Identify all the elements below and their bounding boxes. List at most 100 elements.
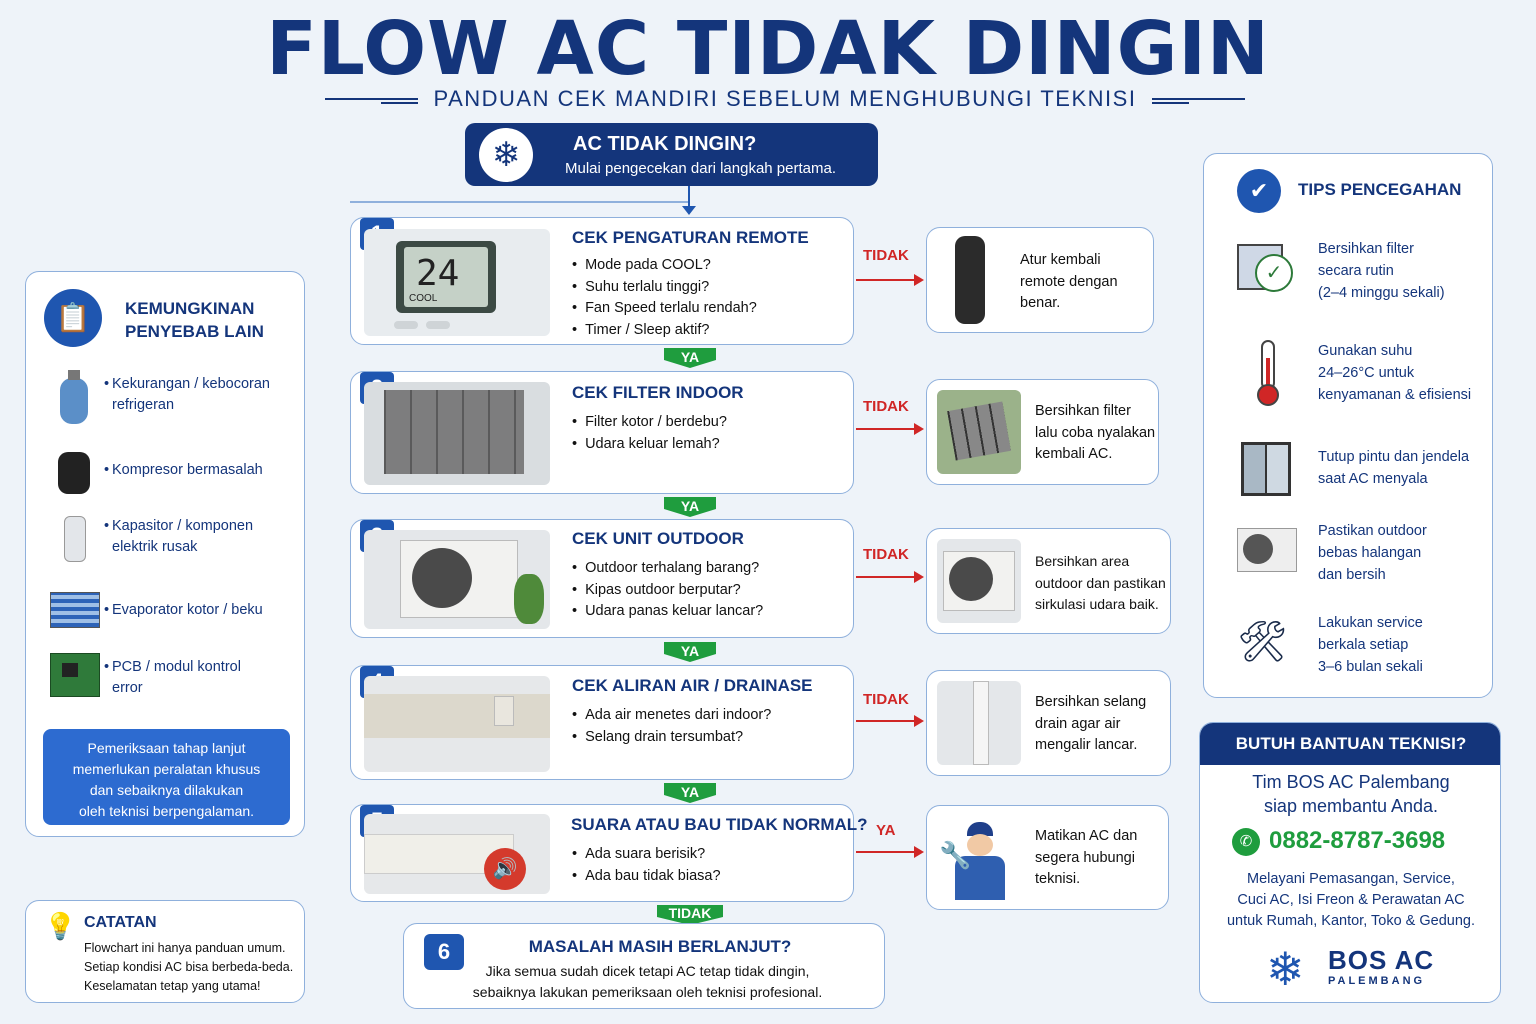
note-body: Flowchart ini hanya panduan umum. Setiap… [84,939,293,996]
cause-line: error [112,680,143,696]
thermostat-temp: 24 [416,253,460,294]
branch-label: TIDAK [863,247,909,264]
result-line: teknisi. [1035,871,1081,887]
step-5-card: 5 🔊 SUARA ATAU BAU TIDAK NORMAL? Ada sua… [350,804,868,902]
branch-arrow [856,571,924,583]
tip-line: Tutup pintu dan jendela [1318,449,1470,465]
result-line: Atur kembali [1020,252,1101,268]
brand-logo: ❄ BOS AC PALEMBANG [1266,941,1446,997]
note-line: Setiap kondisi AC bisa berbeda-beda. [84,960,294,974]
step-title: MASALAH MASIH BERLANJUT? [528,937,792,956]
step-text-line: sebaiknya lakukan pemeriksaan oleh tekni… [472,984,823,1000]
cause-item: Kompresor bermasalah [26,448,306,508]
step-text: Jika semua sudah dicek tetapi AC tetap t… [404,961,886,1003]
check-item: Udara keluar lemah? [572,434,727,456]
check-item: Ada bau tidak biasa? [572,866,720,888]
note-panel: 💡 CATATAN Flowchart ini hanya panduan um… [25,900,305,1003]
capacitor-icon [48,512,100,568]
check-item: Kipas outdoor berputar? [572,580,763,602]
note-title: CATATAN [84,914,157,931]
help-subtitle-line: siap membantu Anda. [1263,796,1439,816]
check-item: Fan Speed terlalu rendah? [572,298,757,320]
wrench-icon: 🔧 [939,840,972,870]
tip-line: Bersihkan filter [1318,241,1414,257]
result-line: Bersihkan area [1035,553,1130,569]
phone-link[interactable]: ✆0882-8787-3698 [1232,827,1445,856]
tip-line: (2–4 minggu sekali) [1318,285,1445,301]
tips-panel: ✔ TIPS PENCEGAHAN ✓ Bersihkan filter sec… [1203,153,1493,698]
cause-item: Kekurangan / kebocoran refrigeran [26,370,306,430]
step-number: 6 [424,934,464,970]
window-icon [1237,442,1297,506]
note-line: Pemeriksaan tahap lanjut [87,740,246,756]
tip-text: Lakukan service berkala setiap 3–6 bulan… [1318,612,1423,678]
check-item: Udara panas keluar lancar? [572,601,763,623]
outdoor-unit-icon [1237,520,1297,580]
check-item: Ada air menetes dari indoor? [572,705,771,727]
result-line: mengalir lancar. [1035,737,1138,753]
shield-check-icon: ✔ [1237,169,1281,213]
compressor-icon [48,448,100,504]
evaporator-icon [48,588,100,644]
step-3-result: Bersihkan area outdoor dan pastikan sirk… [926,528,1171,634]
start-connector [350,201,690,203]
thermometer-icon [1237,340,1297,406]
branch-label: TIDAK [863,398,909,415]
branch-arrow [856,715,924,727]
step-1-card: 1 24 COOL CEK PENGATURAN REMOTE Mode pad… [350,217,854,345]
speaker-icon: 🔊 [484,848,526,890]
cause-line: Kompresor bermasalah [112,462,263,478]
tip-line: Lakukan service [1318,615,1423,631]
cause-line: elektrik rusak [112,539,198,555]
tip-line: Gunakan suhu [1318,343,1413,359]
result-line: outdoor dan pastikan [1035,574,1166,591]
cause-line: Kekurangan / kebocoran [112,376,270,392]
result-line: Bersihkan selang [1035,694,1147,710]
phone-number[interactable]: 0882-8787-3698 [1269,827,1446,854]
yes-connector: YA [664,783,716,803]
cause-item: Kapasitor / komponen elektrik rusak [26,512,306,572]
lightbulb-icon: 💡 [44,911,77,941]
page-subtitle: PANDUAN CEK MANDIRI SEBELUM MENGHUBUNGI … [433,86,1137,111]
tip-line: secara rutin [1318,263,1394,279]
branch-label: TIDAK [863,546,909,563]
check-item: Suhu terlalu tinggi? [572,277,757,299]
snowflake-icon: ❄ [479,128,533,182]
result-line: drain agar air [1035,715,1121,732]
step-title: CEK ALIRAN AIR / DRAINASE [572,676,813,695]
check-item: Ada suara berisik? [572,844,721,866]
check-item: Outdoor terhalang barang? [572,558,763,580]
cause-text: Kapasitor / komponen elektrik rusak [104,516,302,558]
result-text: Matikan AC dan segera hubungi teknisi. [1035,826,1137,891]
result-line: remote dengan [1020,273,1118,290]
cause-text: Kekurangan / kebocoran refrigeran [104,374,302,416]
result-text: Bersihkan selang drain agar air mengalir… [1035,692,1146,757]
result-line: kembali AC. [1035,446,1113,462]
brand-name: BOS AC [1328,945,1435,975]
step-title: CEK UNIT OUTDOOR [572,529,744,548]
step-2-card: 2 CEK FILTER INDOOR Filter kotor / berde… [350,371,854,494]
step-checklist: Filter kotor / berdebu? Udara keluar lem… [572,412,727,455]
cause-text: PCB / modul kontrol error [104,657,302,699]
result-line: Bersihkan filter [1035,403,1131,419]
cause-text: Evaporator kotor / beku [104,600,302,621]
tip-text: Gunakan suhu 24–26°C untuk kenyamanan & … [1318,340,1471,406]
check-item: Timer / Sleep aktif? [572,320,757,342]
divider-left [325,98,418,104]
help-subtitle: Tim BOS AC Palembang siap membantu Anda. [1200,770,1500,818]
page-title: FLOW AC TIDAK DINGIN [266,6,1270,92]
step-4-result: Bersihkan selang drain agar air mengalir… [926,670,1171,776]
result-line: benar. [1020,295,1061,311]
tip-line: bebas halangan [1318,545,1422,561]
result-line: segera hubungi [1035,849,1135,866]
step-1-result: Atur kembali remote dengan benar. [926,227,1154,333]
help-desc-line: Melayani Pemasangan, Service, [1247,871,1455,887]
remote-icon [955,236,985,324]
note-line: dan sebaiknya dilakukan [89,782,244,798]
start-title: AC TIDAK DINGIN? [573,133,757,155]
step-title: CEK FILTER INDOOR [572,383,744,402]
tip-line: berkala setiap [1318,637,1409,653]
result-text: Bersihkan area outdoor dan pastikan sirk… [1035,551,1166,616]
note-line: oleh teknisi berpengalaman. [78,803,255,819]
note-line: Keselamatan tetap yang utama! [84,979,261,993]
